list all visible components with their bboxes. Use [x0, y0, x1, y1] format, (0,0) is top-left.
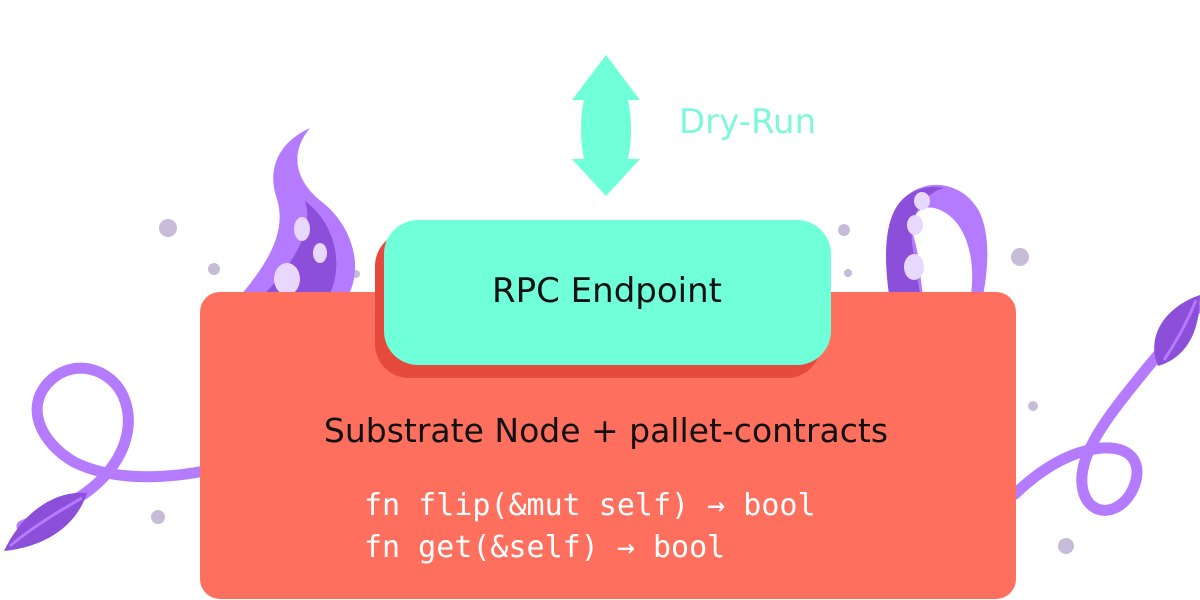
code-line-get: fn get(&self) → bool [364, 530, 725, 565]
right-vine [1009, 295, 1200, 516]
right-tentacle [886, 184, 988, 301]
dry-run-label: Dry-Run [679, 102, 816, 142]
code-line-flip: fn flip(&mut self) → bool [364, 488, 816, 523]
right-vine-stem-icon [1009, 303, 1200, 516]
right-tentacle-shadow-icon [886, 186, 944, 301]
left-tentacle-sucker-icon [274, 263, 300, 295]
dot-icon [844, 269, 852, 277]
right-tentacle-sucker-icon [907, 215, 923, 235]
dot-icon [1058, 538, 1074, 554]
dot-icon [838, 224, 850, 236]
right-tentacle-sucker-icon [914, 192, 930, 210]
left-leaf-vein-icon [9, 496, 83, 548]
rpc-endpoint-label: RPC Endpoint [492, 271, 722, 311]
right-leaf-icon [1154, 295, 1200, 366]
left-tentacle [236, 128, 356, 301]
double-vertical-arrow-icon [572, 55, 640, 196]
dot-icon [159, 219, 177, 237]
left-tentacle-sucker-icon [313, 243, 327, 263]
right-leaf-vein-icon [1162, 299, 1198, 361]
rpc-endpoint-box [384, 220, 831, 365]
dot-icon [151, 510, 165, 524]
background-dots [151, 219, 1074, 554]
left-tentacle-shadow-icon [258, 201, 337, 301]
substrate-node-label: Substrate Node + pallet-contracts [324, 411, 888, 450]
left-tentacle-sucker-icon [294, 217, 310, 241]
right-tentacle-sucker-icon [904, 254, 924, 280]
left-vine [4, 362, 216, 551]
dot-icon [1028, 401, 1038, 411]
dot-icon [1011, 248, 1029, 266]
dot-icon [208, 263, 220, 275]
